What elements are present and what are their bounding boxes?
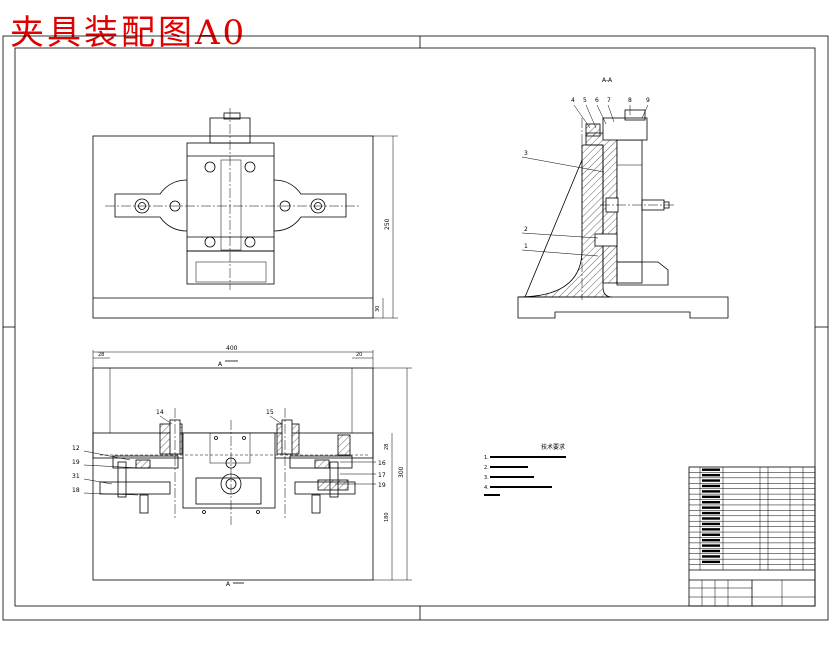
bom-row-code [702,511,720,515]
bom-row-code [702,506,720,509]
bom-row-code [702,468,720,471]
drawing-title: 夹具装配图A0 [10,13,248,53]
dim-lower-label: 180 [384,512,390,522]
note-line-3: 3. [484,475,489,481]
section-label: A-A [602,77,613,84]
title-block [688,466,816,607]
dim-total-height-label: 300 [398,466,405,478]
callout-19-left: 19 [72,459,80,466]
callout-15: 15 [266,409,274,416]
part-label-6: 6 [595,97,599,104]
part-label-4: 4 [571,97,575,104]
bom-row-code [702,538,720,542]
callout-18: 18 [72,487,80,494]
bom-row-code [702,473,720,477]
top-view: 250 30 [92,108,398,319]
bom-row-code [702,528,720,531]
front-view: A A 400 28 20 300 180 28 12 19 31 18 16 … [72,345,412,588]
callout-31: 31 [72,473,80,480]
dim-upper-label: 28 [384,444,390,450]
section-mark-top: A [218,361,223,368]
callout-12: 12 [72,445,80,452]
part-label-2: 2 [524,226,528,233]
technical-notes: 技术要求 1. 2. 3. 4. [484,443,566,496]
notes-heading: 技术要求 [541,443,565,451]
dim-left-label: 28 [98,352,104,358]
bom-row-code [702,484,720,488]
part-label-5: 5 [583,97,587,104]
note-line-1: 1. [484,455,489,461]
part-label-7: 7 [607,97,611,104]
callout-19-right: 19 [378,482,386,489]
part-label-9: 9 [646,97,650,104]
bom-row-code [702,495,720,499]
bom-row-code [702,544,720,547]
bom-row-code [702,490,720,493]
bom-row-code [702,549,720,553]
dim-width-label: 400 [226,345,238,352]
callout-14: 14 [156,409,164,416]
bom-row-code [702,479,720,482]
bom-row-code [702,517,720,520]
dim-right-label: 20 [356,352,362,358]
bom-row-code [702,533,720,536]
section-view: A-A 3 2 1 4 [517,77,729,319]
dim-base-label: 30 [375,306,381,312]
dim-height-label: 250 [384,218,391,230]
section-mark-bottom: A [226,581,231,588]
callout-17: 17 [378,472,386,479]
note-line-2: 2. [484,465,489,471]
part-label-1: 1 [524,243,528,250]
bom-row-code [702,560,720,564]
bom-row-code [702,555,720,558]
bom-row-code [702,501,720,504]
sheet-border [2,35,829,621]
note-line-4: 4. [484,485,489,491]
part-label-8: 8 [628,97,632,104]
bom-row-code [702,522,720,526]
part-label-3: 3 [524,150,528,157]
callout-16: 16 [378,460,386,467]
